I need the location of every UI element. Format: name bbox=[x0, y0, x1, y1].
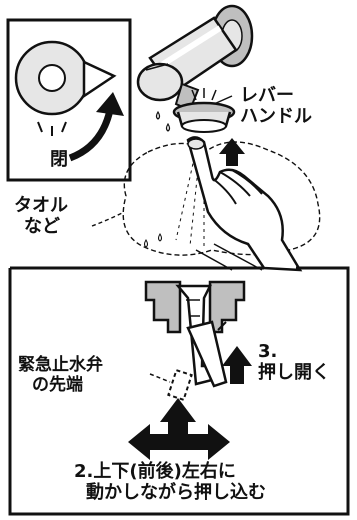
rotate-arrow-icon bbox=[68, 109, 114, 162]
closed-inset bbox=[6, 18, 132, 182]
step2-label: 2.上下(前後)左右に 動かしながら押し込む bbox=[74, 461, 266, 503]
towel-label: タオル など bbox=[14, 195, 68, 237]
faucet-icon bbox=[136, 4, 254, 133]
push-up-arrow-icon bbox=[219, 138, 245, 166]
step3-label: 3. 押し開く bbox=[258, 341, 330, 383]
step3-up-arrow-icon bbox=[222, 346, 252, 384]
hand-icon bbox=[186, 136, 303, 272]
four-way-arrow-icon bbox=[128, 398, 230, 460]
towel-outline bbox=[122, 141, 321, 256]
valve-detail-box bbox=[8, 243, 350, 516]
valve-tip-label: 緊急止水弁 の先端 bbox=[18, 355, 103, 395]
handle-closed-icon bbox=[14, 40, 117, 136]
lever-handle-label: レバー ハンドル bbox=[240, 85, 312, 127]
closed-label: 閉 bbox=[50, 149, 68, 170]
